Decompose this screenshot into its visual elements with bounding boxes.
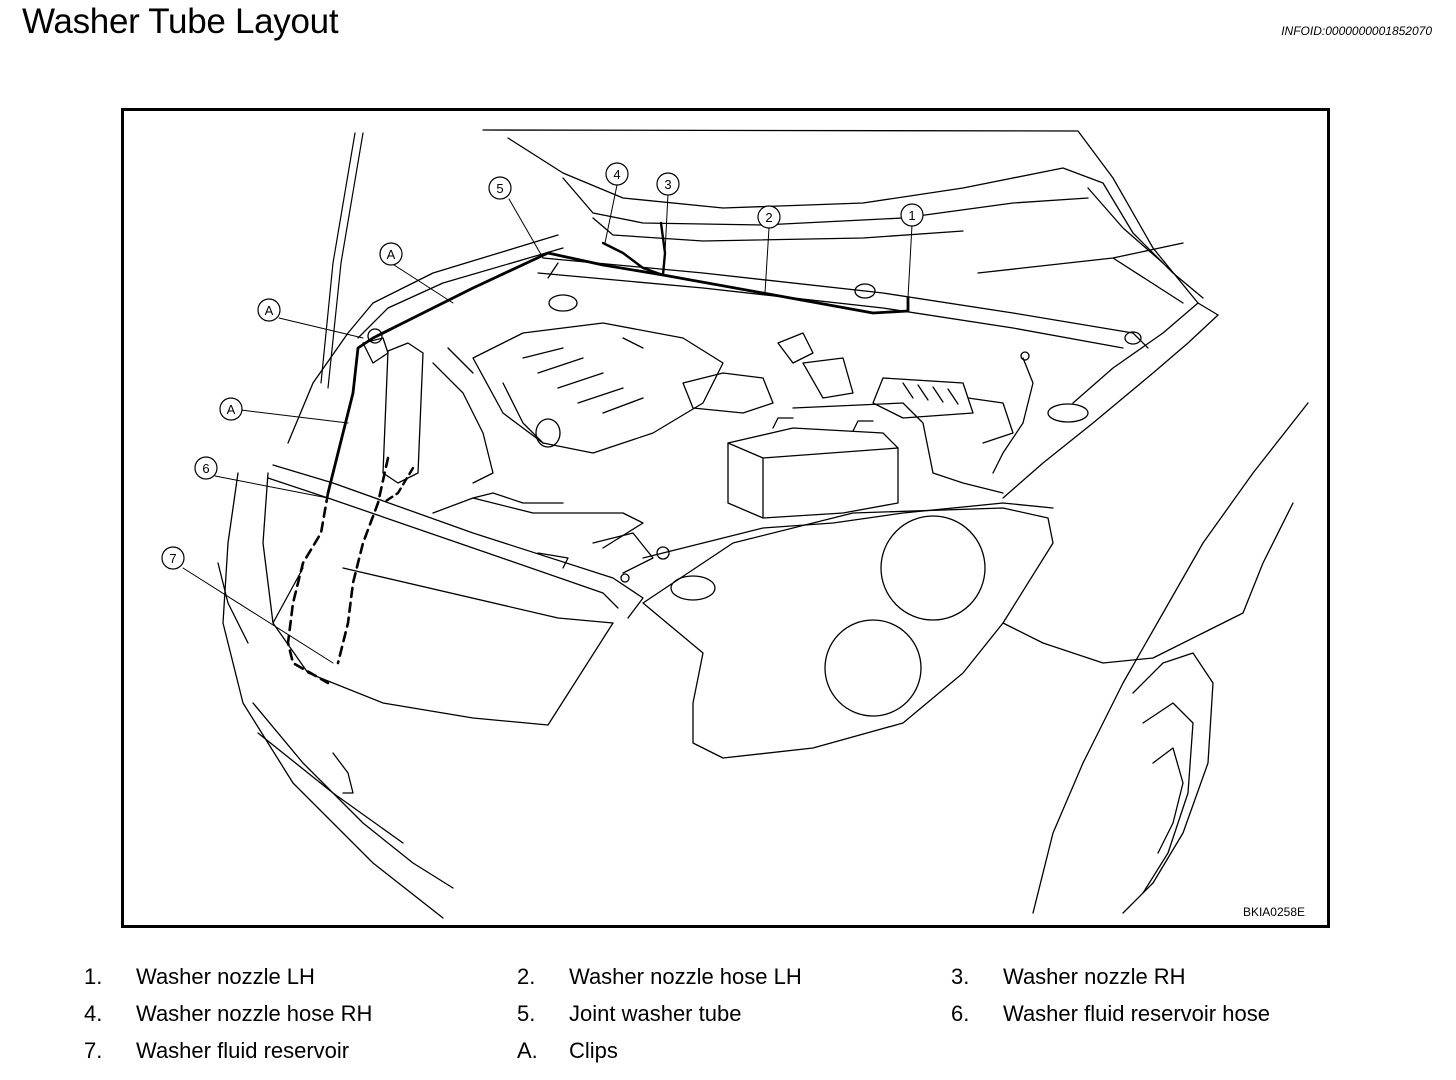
legend-number: 4. — [84, 1001, 103, 1026]
callout-circle-a1 — [379, 242, 403, 266]
left-fender — [287, 234, 559, 444]
callout-circle-7 — [161, 546, 185, 570]
engine-cover — [472, 322, 724, 454]
callout-label-1: 1 — [908, 208, 915, 223]
page-title: Washer Tube Layout — [22, 2, 339, 41]
callout-label-a3: A — [227, 402, 236, 417]
callout-labels: 1 2 3 4 5 6 7 A A A — [169, 167, 915, 566]
washer-tube — [326, 251, 910, 495]
reservoir-neck — [382, 342, 424, 484]
grille-opening — [262, 472, 614, 726]
callout-circle-a2 — [257, 298, 281, 322]
hood-outline — [482, 129, 1219, 316]
legend-number: 5. — [517, 1001, 536, 1026]
legend-label: Washer fluid reservoir — [136, 1038, 350, 1063]
reservoir-hose-dashed — [286, 491, 330, 685]
radiator-support — [272, 464, 644, 619]
right-fender — [1002, 314, 1219, 499]
legend-label: Joint washer tube — [569, 1001, 742, 1026]
legend-label: Washer nozzle hose RH — [136, 1001, 373, 1026]
legend-label: Washer fluid reservoir hose — [1003, 1001, 1270, 1026]
headlamp — [642, 507, 1054, 759]
callout-circle-2 — [757, 205, 781, 229]
callout-label-7: 7 — [169, 551, 176, 566]
front-fascia — [222, 472, 444, 919]
legend-number: 7. — [84, 1038, 103, 1063]
figure-code: BKIA0258E — [1242, 905, 1305, 919]
callout-label-3: 3 — [664, 177, 671, 192]
callout-circle-3 — [656, 172, 680, 196]
callout-label-2: 2 — [765, 210, 772, 225]
callout-label-5: 5 — [496, 181, 503, 196]
callout-label-a2: A — [265, 303, 274, 318]
legend-number: 3. — [951, 964, 970, 989]
callout-circles — [161, 162, 924, 570]
legend: 1. Washer nozzle LH 2. Washer nozzle hos… — [0, 956, 1456, 1076]
legend-label: Clips — [569, 1038, 618, 1063]
hood-inner — [507, 137, 1204, 299]
legend-label: Washer nozzle RH — [1003, 964, 1186, 989]
cowl-top — [542, 257, 1149, 349]
hood-prop-rod — [320, 132, 356, 384]
engine-bay-diagram: 1 2 3 4 5 6 7 A A A BKIA0258E — [121, 108, 1330, 928]
legend-number: A. — [517, 1038, 538, 1063]
legend-label: Washer nozzle hose LH — [569, 964, 802, 989]
callout-circle-5 — [488, 176, 512, 200]
wheel-arch — [1122, 652, 1214, 914]
info-id: INFOID:0000000001852070 — [1281, 24, 1432, 38]
legend-number: 6. — [951, 1001, 970, 1026]
callout-label-6: 6 — [202, 461, 209, 476]
callout-label-4: 4 — [613, 167, 620, 182]
callout-circle-a3 — [219, 397, 243, 421]
callout-circle-4 — [605, 162, 629, 186]
legend-label: Washer nozzle LH — [136, 964, 315, 989]
diagram-drawing: 1 2 3 4 5 6 7 A A A — [161, 129, 1309, 919]
callout-circle-6 — [194, 456, 218, 480]
front-fender — [1032, 402, 1309, 914]
battery — [727, 427, 899, 519]
callout-leaders — [182, 184, 913, 664]
legend-number: 1. — [84, 964, 103, 989]
callout-label-a1: A — [387, 247, 396, 262]
callout-circle-1 — [900, 203, 924, 227]
legend-number: 2. — [517, 964, 536, 989]
